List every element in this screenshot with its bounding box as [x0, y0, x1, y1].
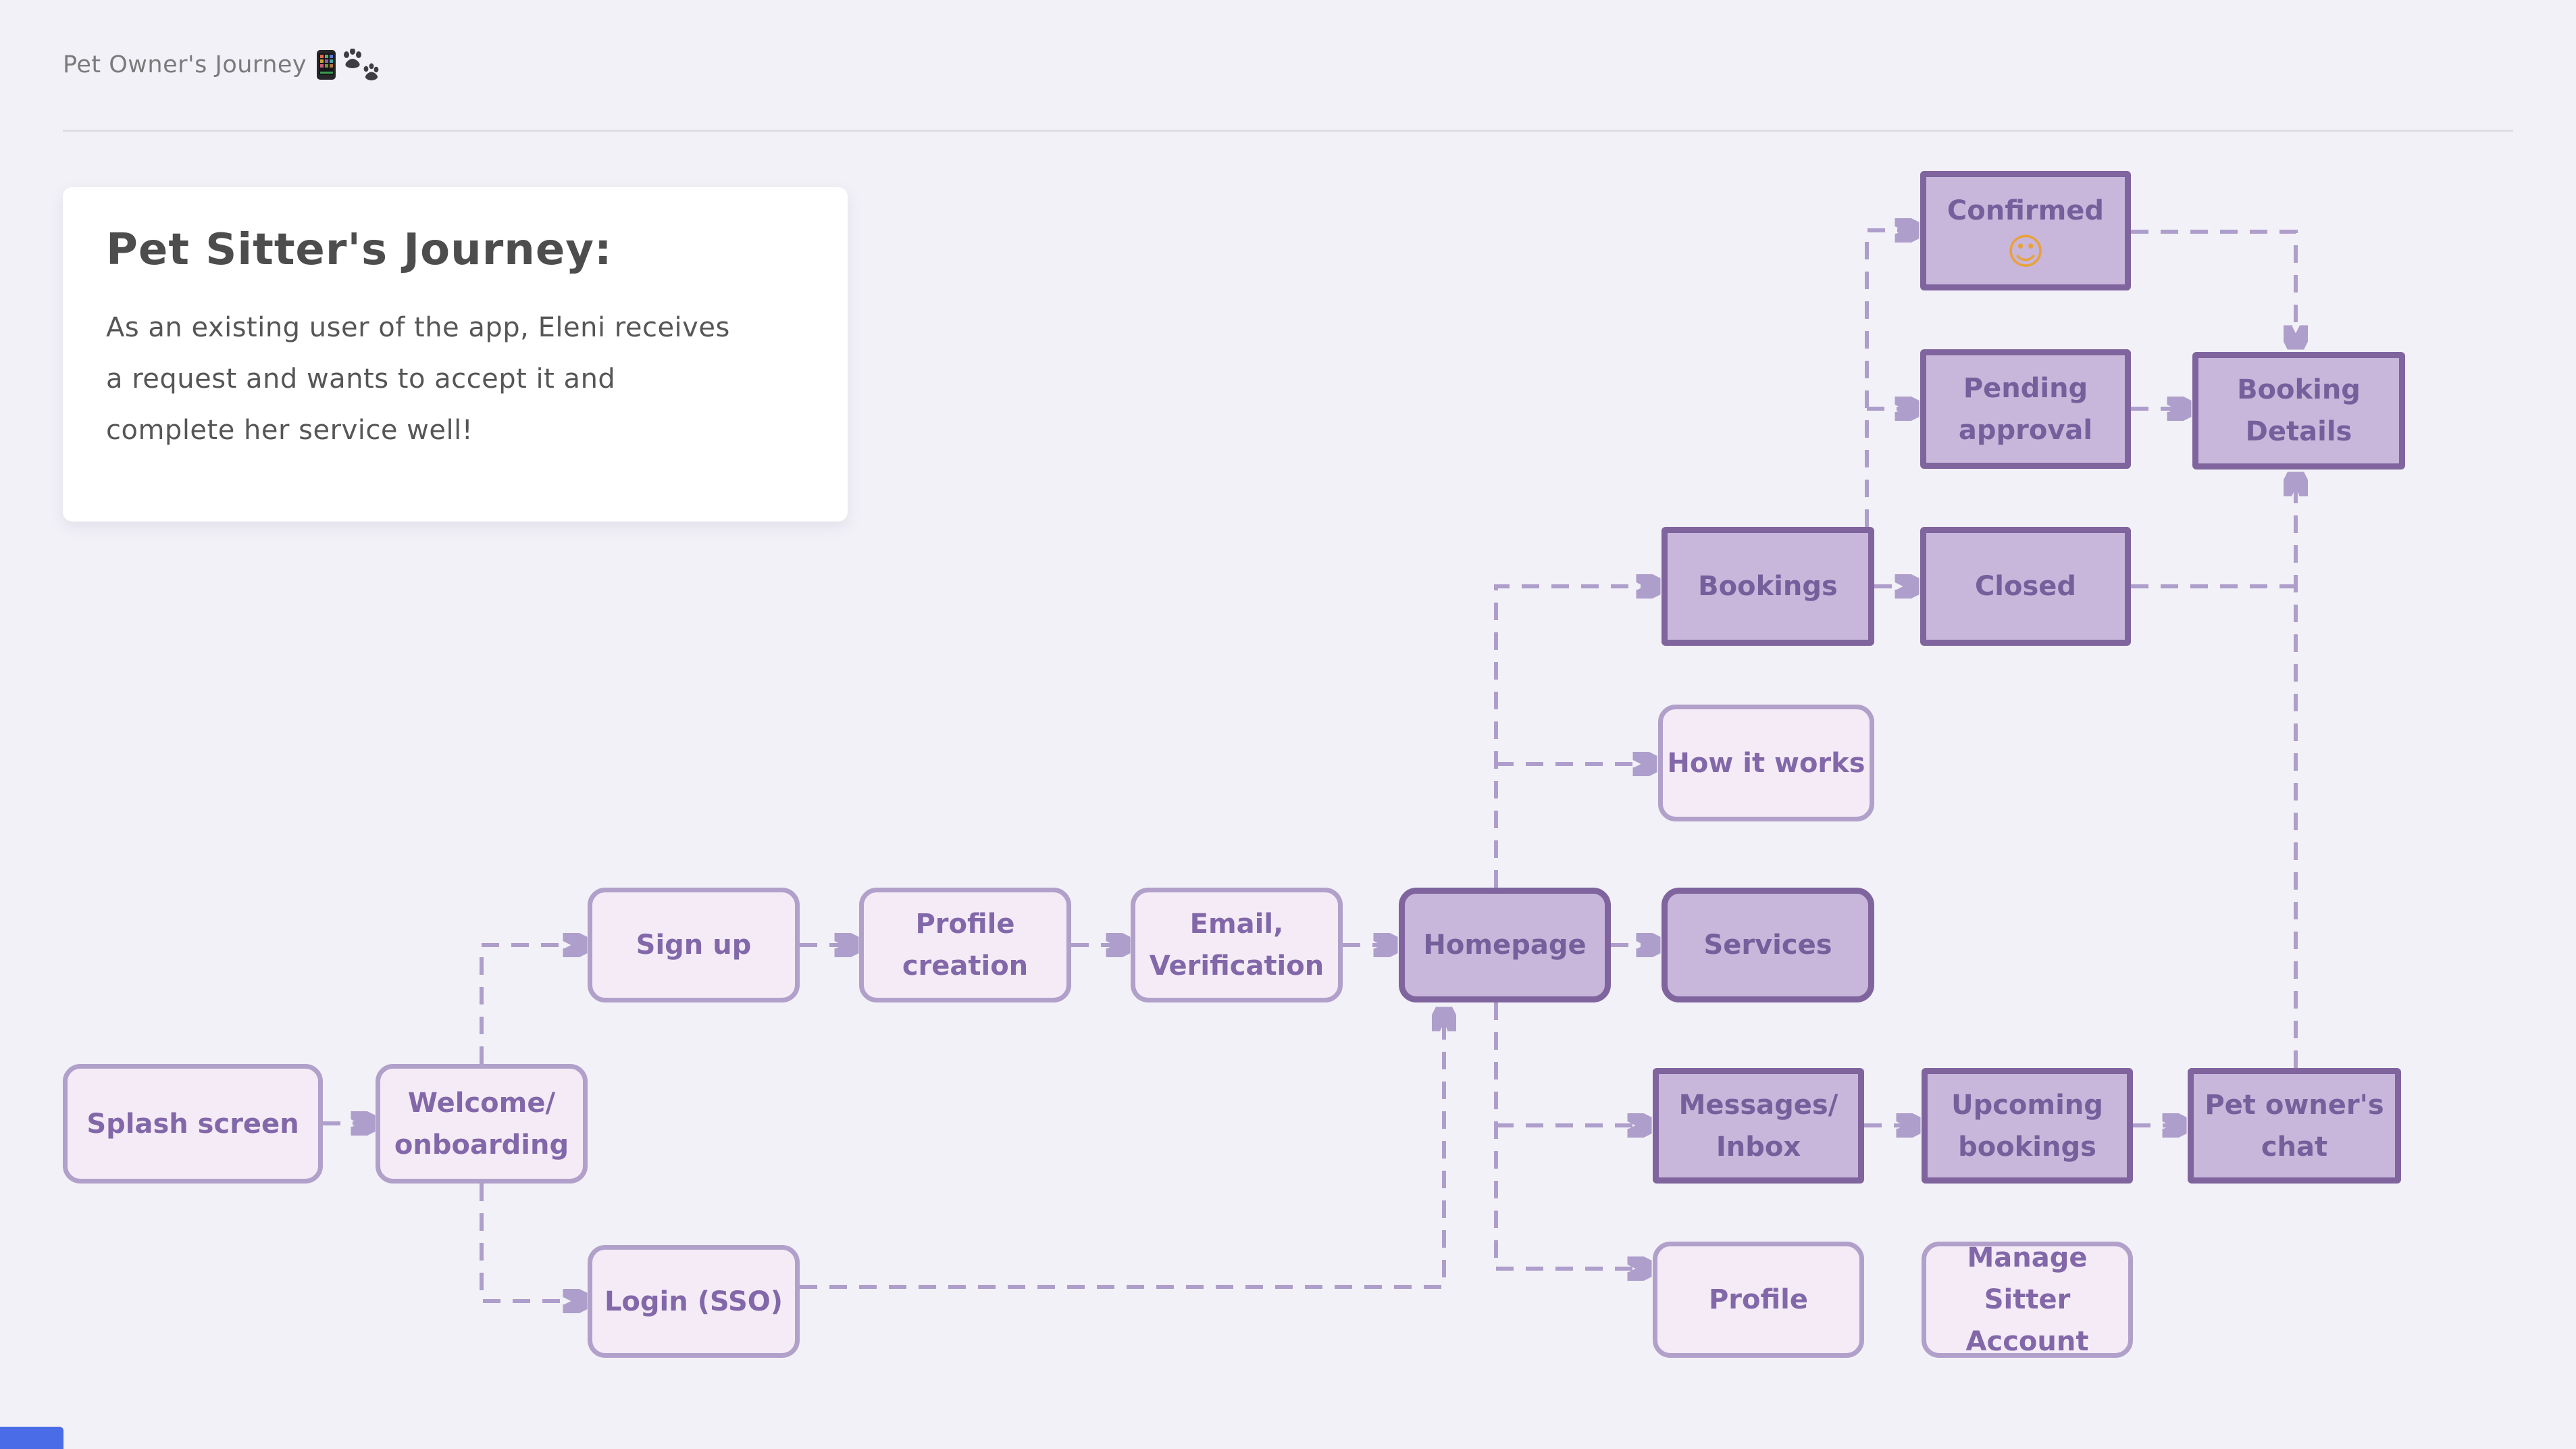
- node-label: Messages/ Inbox: [1678, 1089, 1838, 1163]
- header-divider: [63, 130, 2513, 132]
- node-messages-inbox[interactable]: Messages/ Inbox: [1653, 1068, 1864, 1184]
- node-label: Profile: [1708, 1284, 1808, 1315]
- node-label: Upcoming bookings: [1951, 1089, 2103, 1163]
- node-label: Manage Sitter Account: [1965, 1242, 2089, 1357]
- node-label: Confirmed: [1947, 195, 2105, 226]
- node-login-sso[interactable]: Login (SSO): [588, 1245, 800, 1358]
- node-label: Bookings: [1698, 571, 1838, 602]
- node-sign-up[interactable]: Sign up: [588, 888, 800, 1002]
- node-label: Homepage: [1423, 930, 1587, 961]
- edge-welcome-signup: [480, 945, 585, 1064]
- edge-login-homepage: [800, 1009, 1444, 1289]
- node-confirmed[interactable]: Confirmed ☺: [1920, 171, 2131, 290]
- node-label: Splash screen: [86, 1108, 299, 1140]
- node-profile[interactable]: Profile: [1653, 1242, 1864, 1358]
- node-services[interactable]: Services: [1661, 888, 1874, 1002]
- node-label: Services: [1703, 930, 1832, 961]
- edge-confirmed-bookingdetails: [2131, 230, 2296, 347]
- edge-welcome-login: [480, 1184, 585, 1301]
- journey-description-card[interactable]: Pet Sitter's Journey: As an existing use…: [63, 187, 848, 522]
- node-label: Welcome/ onboarding: [394, 1087, 569, 1161]
- title-icons: [316, 49, 380, 81]
- node-splash-screen[interactable]: Splash screen: [63, 1064, 323, 1184]
- node-label: Closed: [1974, 571, 2077, 602]
- node-label: How it works: [1667, 747, 1865, 779]
- node-booking-details[interactable]: Booking Details: [2192, 352, 2405, 469]
- edge-homepage-bookings: [1494, 586, 1658, 888]
- node-label: Profile creation: [902, 909, 1029, 982]
- node-upcoming-bookings[interactable]: Upcoming bookings: [1922, 1068, 2133, 1184]
- smiling-face-emoji: ☺: [2006, 230, 2045, 273]
- node-bookings[interactable]: Bookings: [1661, 527, 1874, 646]
- paw-prints-icon: [344, 49, 379, 80]
- corner-blue-chip: [0, 1427, 63, 1449]
- node-label: Sign up: [636, 930, 752, 961]
- node-pending-approval[interactable]: Pending approval: [1920, 349, 2131, 469]
- node-welcome-onboarding[interactable]: Welcome/ onboarding: [376, 1064, 588, 1184]
- node-label: Login (SSO): [604, 1286, 783, 1317]
- node-label: Pet owner's chat: [2205, 1089, 2384, 1163]
- node-pet-owners-chat[interactable]: Pet owner's chat: [2188, 1068, 2401, 1184]
- node-homepage[interactable]: Homepage: [1399, 888, 1611, 1002]
- file-title: Pet Owner's Journey: [63, 49, 380, 81]
- card-title: Pet Sitter's Journey:: [106, 225, 613, 275]
- node-label: Booking Details: [2237, 374, 2361, 447]
- node-label: Email, Verification: [1149, 909, 1324, 982]
- node-label: Pending approval: [1958, 372, 2093, 446]
- phone-icon: [317, 50, 336, 80]
- node-profile-creation[interactable]: Profile creation: [859, 888, 1071, 1002]
- node-email-verification[interactable]: Email, Verification: [1131, 888, 1343, 1002]
- node-how-it-works[interactable]: How it works: [1658, 705, 1874, 821]
- page-title: Pet Owner's Journey: [63, 51, 307, 78]
- node-closed[interactable]: Closed: [1920, 527, 2131, 646]
- node-manage-sitter-account[interactable]: Manage Sitter Account: [1922, 1242, 2133, 1358]
- card-body-text: As an existing user of the app, Eleni re…: [106, 312, 730, 446]
- edge-bookings-confirmed: [1865, 230, 1917, 527]
